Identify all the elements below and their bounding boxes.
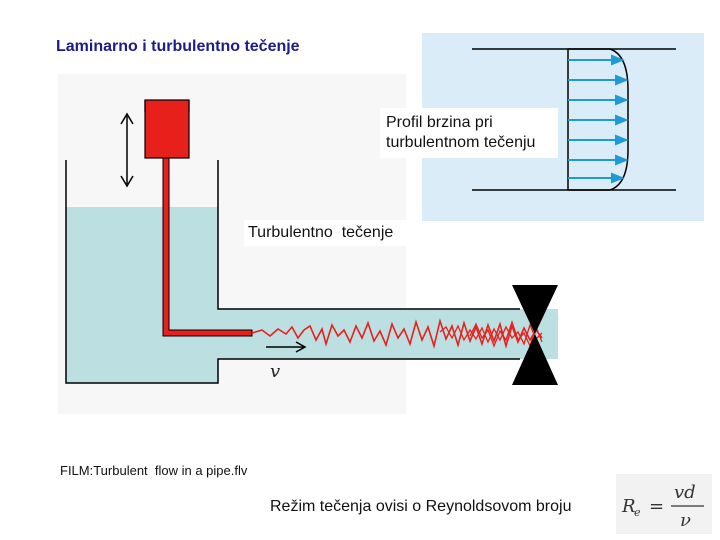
velocity-profile-label: Profil brzina pri turbulentnom tečenju	[380, 108, 558, 158]
pipe-water	[218, 309, 558, 359]
reynolds-formula: R e = vd ν	[616, 474, 712, 534]
film-link[interactable]: FILM:Turbulent flow in a pipe.flv	[60, 463, 248, 478]
formula-equals: =	[649, 496, 664, 517]
dye-tube	[162, 157, 253, 337]
reynolds-formula-svg: R e = vd ν	[621, 482, 704, 531]
tank-wall-inner	[217, 160, 520, 310]
tank-water	[66, 207, 218, 383]
turbulent-flow-label: Turbulentno tečenje	[244, 220, 410, 246]
formula-lhs-subscript: e	[634, 506, 641, 519]
velocity-profile-label-line2: turbulentnom tečenju	[386, 134, 536, 151]
flow-arrow-icon	[266, 341, 307, 353]
reynolds-regime-caption: Režim tečenja ovisi o Reynoldsovom broju	[264, 492, 610, 522]
turbulent-dye-streak	[251, 318, 543, 349]
velocity-profile-label-line1: Profil brzina pri	[386, 114, 493, 131]
formula-lhs: R	[621, 496, 636, 517]
velocity-profile-curve	[567, 48, 629, 191]
tank-wall-outer	[65, 160, 520, 384]
formula-numerator: vd	[674, 482, 696, 503]
valve-icon	[512, 285, 558, 385]
formula-denominator: ν	[680, 510, 691, 531]
double-arrow-icon	[120, 112, 134, 188]
dye-reservoir	[144, 99, 190, 159]
velocity-profile-arrows	[568, 54, 629, 184]
velocity-symbol: v	[270, 361, 280, 382]
page-title: Laminarno i turbulentno tečenje	[56, 38, 300, 55]
